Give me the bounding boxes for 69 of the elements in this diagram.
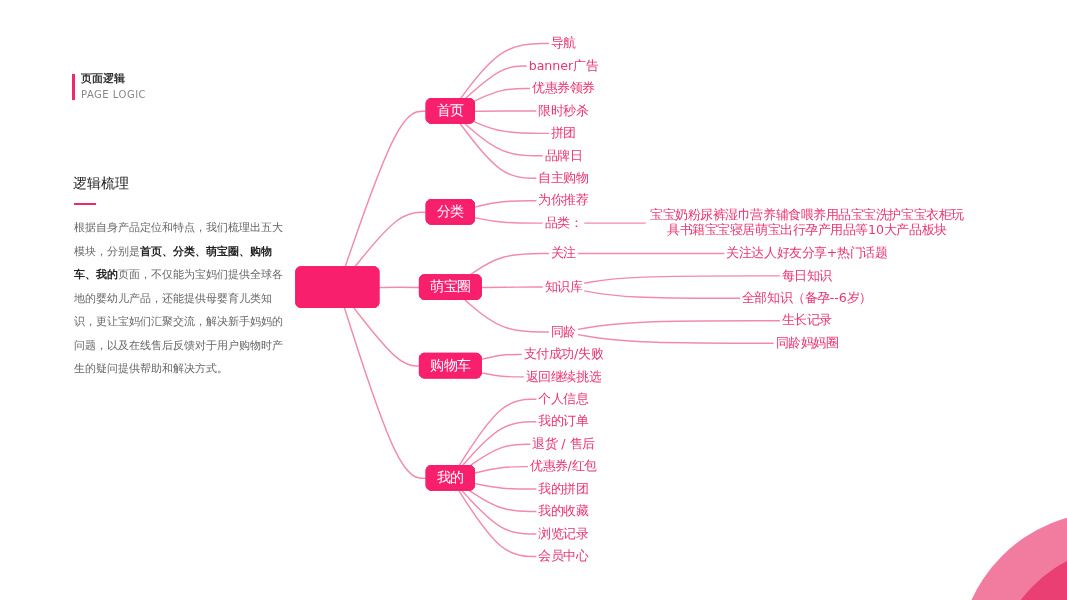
connector-line: [577, 252, 726, 255]
menu-item-text: 品牌日: [544, 147, 583, 163]
connector-line: [459, 122, 538, 179]
menu-item-text: 知识库: [544, 279, 583, 294]
menu-item-text: 限时秒杀: [538, 103, 589, 118]
menu-item-text: 关注: [550, 245, 576, 261]
connector-line: [480, 372, 525, 378]
menu-item-text: 支付成功/失败: [523, 346, 604, 362]
menu-item-text: 生长记录: [781, 312, 832, 328]
connector-line: [583, 222, 647, 224]
menu-item-text: 自主购物: [538, 170, 589, 185]
connector-line: [464, 65, 528, 100]
connector-line: [474, 110, 538, 113]
menu-item-text: 每日知识: [781, 268, 832, 283]
connector-line: [583, 290, 741, 300]
connector-line: [458, 398, 538, 467]
connector-line: [474, 482, 538, 490]
connector-line: [458, 489, 538, 558]
connector-line: [353, 307, 421, 367]
menu-item-text: banner广告: [528, 58, 599, 73]
menu-item-text: 宝宝奶粉尿裤湿巾营养辅食喂养用品宝宝洗护宝宝衣柜玩具书籍宝宝寝居萌宝出行孕产用品等10大产品板块: [650, 207, 964, 238]
section-box: 首页: [425, 98, 475, 124]
menu-item-text: 同龄: [550, 324, 576, 339]
menu-item-text: 我的订单: [538, 413, 589, 429]
connector-line: [461, 489, 538, 535]
connector-line: [583, 275, 781, 285]
section-box: 分类: [425, 199, 475, 225]
connector-line: [378, 286, 421, 289]
root-box: [295, 266, 380, 308]
connector-line: [461, 421, 538, 467]
menu-item-text: 我的拼团: [538, 481, 589, 496]
menu-item-text: 同龄妈妈圈: [775, 335, 839, 350]
connector-line: [577, 320, 781, 331]
connector-line: [468, 443, 532, 467]
connector-line: [473, 87, 531, 102]
subtitle: PAGE LOGIC: [81, 88, 147, 101]
menu-item-text: 个人信息: [538, 391, 589, 406]
connector-line: [577, 333, 775, 344]
connector-line: [343, 307, 428, 480]
connector-line: [468, 252, 550, 276]
connector-line: [468, 489, 538, 513]
menu-item-text: 为你推荐: [538, 192, 589, 208]
page-title: 页面逻辑: [81, 72, 125, 86]
connector-line: [474, 199, 538, 208]
connector-line: [459, 42, 550, 100]
menu-item-text: 退货 / 售后: [532, 436, 595, 451]
menu-item-text: 优惠券领券: [532, 80, 595, 96]
menu-item-text: 返回继续挑选: [525, 369, 602, 384]
connector-line: [473, 120, 550, 135]
menu-item-text: 导航: [550, 35, 576, 51]
menu-item-text: 浏览记录: [538, 526, 589, 541]
section-box: 购物车: [418, 352, 482, 379]
section-heading: 逻辑梳理: [73, 174, 129, 192]
menu-item-text: 我的收藏: [538, 503, 589, 519]
section-box: 萌宝圈: [418, 274, 482, 300]
menu-item-text: 全部知识（备孕--6岁）: [741, 290, 872, 305]
connector-line: [480, 353, 523, 361]
menu-item-text: 会员中心: [538, 548, 589, 564]
connector-line: [464, 299, 550, 333]
menu-item-text: 拼团: [550, 125, 576, 140]
description-paragraph: 根据自身产品定位和特点，我们梳理出五大模块，分别是首页、分类、萌宝圈、购物车、我的页面，不仅能为宝妈们提供全球各地的婴幼儿产品，还能提供母婴育儿类知识，更让宝妈们汇聚交流，解决新手妈妈的问题，以及在线售后反馈对于用户购物时产生的疑问提供帮助和解决方式。: [74, 220, 284, 376]
connector-line: [480, 286, 544, 289]
section-box: 我的: [425, 465, 475, 491]
menu-item-text: 关注达人好友分享+热门话题: [726, 245, 888, 261]
connector-line: [474, 465, 529, 474]
connector-line: [474, 216, 544, 224]
menu-item-text: 品类：: [544, 215, 583, 230]
connector-line: [464, 122, 544, 157]
menu-item-text: 优惠券/红包: [529, 458, 597, 474]
